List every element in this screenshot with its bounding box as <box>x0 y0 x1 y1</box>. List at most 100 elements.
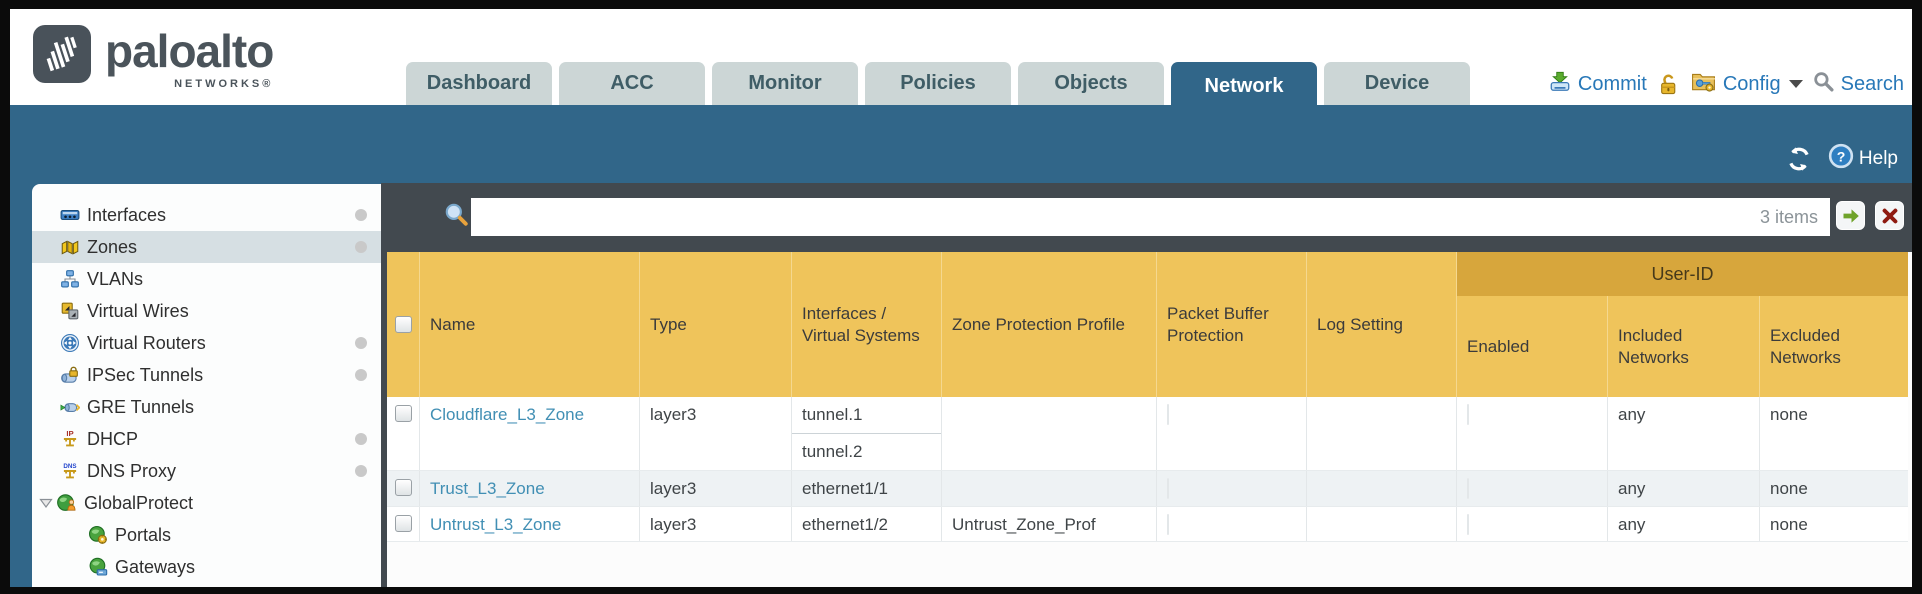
svg-text:?: ? <box>1837 148 1846 164</box>
sidebar-item-label: DNS Proxy <box>87 460 177 481</box>
row-checkbox[interactable] <box>394 405 412 422</box>
tab-monitor[interactable]: Monitor <box>712 62 858 105</box>
help-icon: ? <box>1828 143 1854 175</box>
interfaces-icon <box>60 205 80 225</box>
sidebar-item-label: Virtual Wires <box>87 300 189 321</box>
collapse-triangle-icon[interactable] <box>38 495 54 511</box>
config-folder-icon <box>1690 69 1717 99</box>
excluded-networks-cell: none <box>1770 515 1808 534</box>
zone-name-link[interactable]: Cloudflare_L3_Zone <box>430 405 585 424</box>
sidebar-item-dhcp[interactable]: IP DHCP <box>32 423 381 455</box>
sidebar-item-ipsec-tunnels[interactable]: IPSec Tunnels <box>32 359 381 391</box>
sidebar-item-virtual-wires[interactable]: Virtual Wires <box>32 295 381 327</box>
sidebar-item-dns-proxy[interactable]: DNS DNS Proxy <box>32 455 381 487</box>
zones-table-header: Name Type Interfaces / Virtual Systems Z… <box>387 252 1908 397</box>
status-dot <box>355 433 367 445</box>
tab-objects[interactable]: Objects <box>1018 62 1164 105</box>
green-arrow-icon <box>1843 208 1859 223</box>
column-header-enabled[interactable]: Enabled <box>1457 296 1608 397</box>
refresh-icon[interactable] <box>1786 146 1812 172</box>
column-header-zone-protection-profile[interactable]: Zone Protection Profile <box>942 252 1157 397</box>
column-header-packet-buffer-protection[interactable]: Packet Buffer Protection <box>1157 252 1307 397</box>
column-header-excluded-networks[interactable]: Excluded Networks <box>1770 325 1841 367</box>
user-id-enabled-cell <box>1457 471 1608 506</box>
column-header-log-setting[interactable]: Log Setting <box>1307 252 1457 397</box>
enabled-checkbox <box>1467 514 1469 535</box>
help-button[interactable]: ? Help <box>1828 143 1898 175</box>
sidebar-item-gre-tunnels[interactable]: GRE Tunnels <box>32 391 381 423</box>
select-all-checkbox[interactable] <box>394 316 412 333</box>
network-sidebar: Interfaces Zones VLANs Virtual Wires <box>32 184 381 587</box>
column-header-included-networks[interactable]: Included Networks <box>1608 296 1760 397</box>
sidebar-item-label: VLANs <box>87 268 144 289</box>
zone-type: layer3 <box>640 397 792 470</box>
tab-device[interactable]: Device <box>1324 62 1470 105</box>
unlock-icon[interactable] <box>1656 72 1681 97</box>
help-label: Help <box>1858 148 1898 169</box>
sidebar-item-vlans[interactable]: VLANs <box>32 263 381 295</box>
teal-banner: ? Help <box>10 105 1912 183</box>
tab-dashboard[interactable]: Dashboard <box>406 62 552 105</box>
user-id-group-header: User-ID <box>1457 252 1908 296</box>
sidebar-item-virtual-routers[interactable]: Virtual Routers <box>32 327 381 359</box>
interface-subcell: tunnel.2 <box>802 442 863 461</box>
sidebar-item-zones[interactable]: Zones <box>32 231 381 263</box>
included-networks-cell: any <box>1608 471 1760 506</box>
commit-button[interactable]: Commit <box>1548 69 1647 99</box>
sidebar-item-portals[interactable]: Portals <box>32 519 381 551</box>
items-count: 3 items <box>1759 206 1818 227</box>
user-id-column-group: User-ID Enabled Included Networks Exclud… <box>1457 252 1908 397</box>
column-header-type[interactable]: Type <box>640 252 792 397</box>
user-id-enabled-cell <box>1457 397 1608 470</box>
sidebar-item-interfaces[interactable]: Interfaces <box>32 199 381 231</box>
status-dot <box>355 209 367 221</box>
tab-acc[interactable]: ACC <box>559 62 705 105</box>
zone-type: layer3 <box>640 507 792 541</box>
filter-search-icon <box>443 201 469 232</box>
packet-buffer-checkbox <box>1167 404 1169 425</box>
sidebar-item-label: Gateways <box>115 556 196 577</box>
packet-buffer-checkbox <box>1167 478 1169 499</box>
included-networks-cell: any <box>1608 507 1760 541</box>
global-search-button[interactable]: Search <box>1812 70 1904 99</box>
header-utilities: Commit <box>1548 69 1904 99</box>
log-setting-cell <box>1307 397 1457 470</box>
sidebar-item-label: Interfaces <box>87 204 167 225</box>
search-label: Search <box>1840 72 1904 95</box>
filter-input[interactable] <box>471 198 1760 236</box>
search-icon <box>1812 70 1835 99</box>
column-header-name[interactable]: Name <box>420 252 640 397</box>
gre-tunnels-icon <box>60 397 80 417</box>
status-dot <box>355 337 367 349</box>
portals-icon <box>88 525 108 545</box>
table-row: Untrust_L3_Zone layer3 ethernet1/2 Untru… <box>387 507 1908 542</box>
enabled-checkbox <box>1467 404 1469 425</box>
paloalto-logo: paloalto NETWORKS® <box>33 25 274 90</box>
row-checkbox[interactable] <box>394 479 412 496</box>
clear-filter-button[interactable] <box>1875 201 1904 230</box>
globalprotect-icon <box>57 493 77 513</box>
chevron-down-icon <box>1788 80 1803 88</box>
interface-subcell: tunnel.1 <box>792 397 941 434</box>
zone-protection-profile <box>942 397 1157 470</box>
tab-network[interactable]: Network <box>1171 62 1317 110</box>
zones-icon <box>60 237 80 257</box>
apply-filter-button[interactable] <box>1836 201 1865 230</box>
enabled-checkbox <box>1467 478 1469 499</box>
zone-name-link[interactable]: Trust_L3_Zone <box>430 479 545 498</box>
zone-interfaces: ethernet1/2 <box>792 507 942 541</box>
config-dropdown[interactable]: Config <box>1690 69 1803 99</box>
brand-subtitle: NETWORKS® <box>174 78 274 90</box>
row-checkbox[interactable] <box>394 515 412 532</box>
tab-policies[interactable]: Policies <box>865 62 1011 105</box>
vlans-icon <box>60 269 80 289</box>
dns-proxy-icon: DNS <box>60 461 80 481</box>
sidebar-item-globalprotect[interactable]: GlobalProtect <box>32 487 381 519</box>
packet-buffer-protection-cell <box>1157 507 1307 541</box>
filter-toolbar: 3 items <box>387 183 1912 252</box>
dhcp-icon: IP <box>60 429 80 449</box>
zone-name-link[interactable]: Untrust_L3_Zone <box>430 515 562 534</box>
red-x-icon <box>1882 208 1897 223</box>
sidebar-item-gateways[interactable]: Gateways <box>32 551 381 583</box>
column-header-interfaces[interactable]: Interfaces / Virtual Systems <box>792 252 942 397</box>
